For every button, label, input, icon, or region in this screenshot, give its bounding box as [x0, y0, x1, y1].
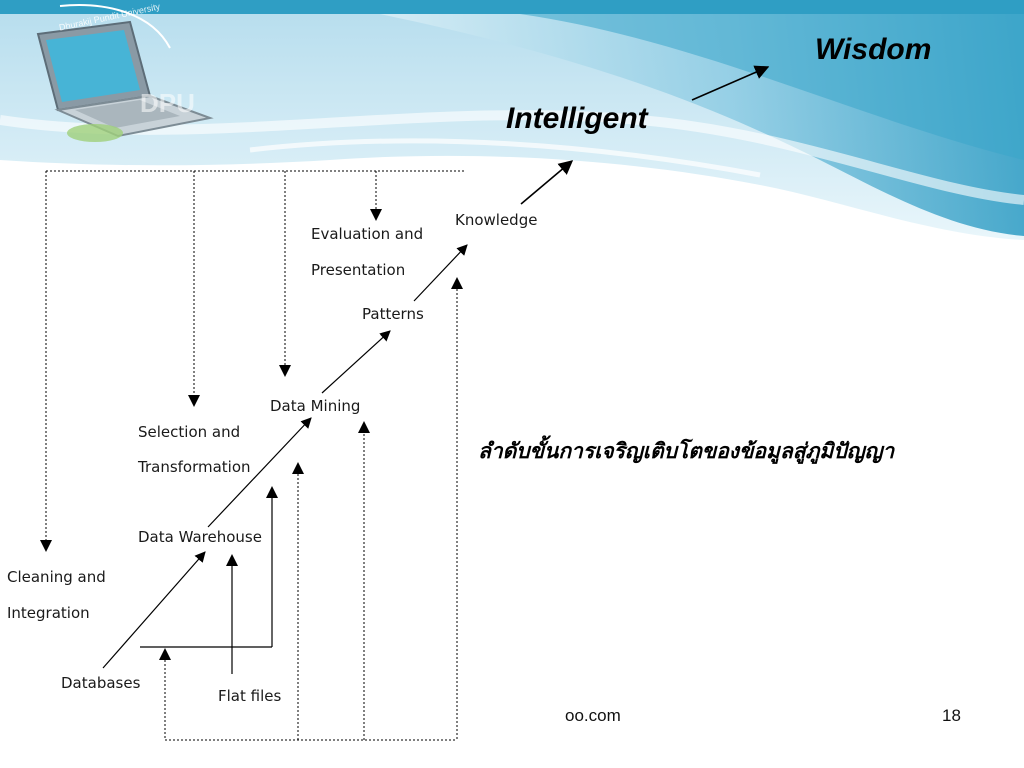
- arrow-mining-to-patterns: [321, 330, 391, 394]
- footer-source: oo.com: [565, 706, 621, 725]
- node-selection-line2: Transformation: [138, 458, 251, 476]
- page-number: 18: [942, 706, 961, 725]
- arrow-to-intelligent: [520, 160, 574, 205]
- node-flat-files: Flat files: [218, 687, 282, 705]
- arrow-to-wisdom: [691, 65, 770, 101]
- node-databases: Databases: [61, 674, 141, 692]
- thai-caption: ลำดับขั้นการเจริญเติบโตของข้อมูลสู่ภูมิป…: [478, 438, 895, 463]
- node-cleaning-line2: Integration: [7, 604, 90, 622]
- node-cleaning-line1: Cleaning and: [7, 568, 106, 586]
- node-patterns: Patterns: [362, 305, 424, 323]
- arrow-databases-to-warehouse: [102, 551, 206, 669]
- node-knowledge: Knowledge: [455, 211, 538, 229]
- intelligent-title: Intelligent: [506, 102, 648, 135]
- node-data-mining: Data Mining: [270, 397, 361, 415]
- logo-mark-text: DPU: [140, 88, 195, 118]
- wisdom-title: Wisdom: [815, 33, 932, 66]
- node-selection-line1: Selection and: [138, 423, 241, 441]
- arrow-warehouse-to-mining: [207, 417, 312, 528]
- node-evaluation-line1: Evaluation and: [311, 225, 424, 243]
- laptop-logo-icon: DPU: [36, 4, 214, 142]
- node-data-warehouse: Data Warehouse: [138, 528, 262, 546]
- arrow-patterns-to-knowledge: [413, 244, 468, 302]
- node-evaluation-line2: Presentation: [311, 261, 406, 279]
